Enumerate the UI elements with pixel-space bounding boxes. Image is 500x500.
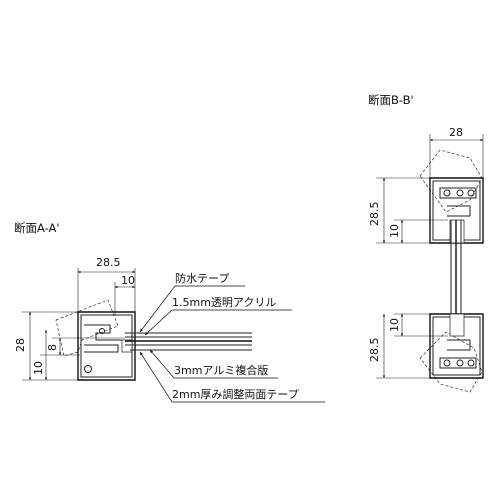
dim-aa-8: 8 [46,337,125,356]
dim-aa-height: 28 [14,311,80,381]
section-bb-title: 断面B-B' [368,93,414,107]
bb-bottom-frame [429,313,484,379]
dim-aa-width-label: 28.5 [96,256,121,269]
callout-acrylic-label: 1.5mm透明アクリル [172,296,276,309]
dim-aa-inner-label: 10 [121,274,135,287]
dim-aa-10-label: 10 [32,361,45,375]
dim-aa-10: 10 [32,329,80,381]
callout-waterproof-tape-label: 防水テープ [175,271,229,285]
dim-aa-8-label: 8 [46,344,59,351]
dim-bb-bottom-10-label: 10 [388,318,401,332]
dim-bb-bottom-height-label: 28.5 [368,338,381,363]
dim-bb-bottom-10: 10 [388,313,448,337]
callout-waterproof-tape: 防水テープ [139,271,245,333]
dim-bb-top-10-label: 10 [388,224,401,238]
section-bb: 断面B-B' 28 28.5 10 10 [368,93,484,393]
callout-alumi-composite: 3mmアルミ複合版 [149,349,278,379]
section-aa-title: 断面A-A' [14,221,60,235]
dim-bb-top-height: 28.5 [368,177,430,244]
callout-adjust-tape: 2mm厚み調整両面テープ [139,351,325,403]
callout-adjust-tape-label: 2mm厚み調整両面テープ [172,387,299,401]
section-aa: 断面A-A' 28.5 10 28 10 [14,221,325,403]
aa-panel-layers [125,332,252,351]
dim-aa-width: 28.5 [77,256,136,312]
dim-bb-width-label: 28 [449,126,463,139]
dim-bb-width: 28 [429,126,484,178]
callout-alumi-composite-label: 3mmアルミ複合版 [174,363,268,377]
dim-bb-top-height-label: 28.5 [368,202,381,227]
dim-bb-bottom-height: 28.5 [368,313,430,379]
dim-bb-top-10: 10 [388,219,448,244]
dim-aa-height-label: 28 [14,338,27,352]
dim-aa-inner: 10 [114,274,136,315]
callout-acrylic: 1.5mm透明アクリル [144,296,292,336]
aa-frame-profile [77,311,136,381]
